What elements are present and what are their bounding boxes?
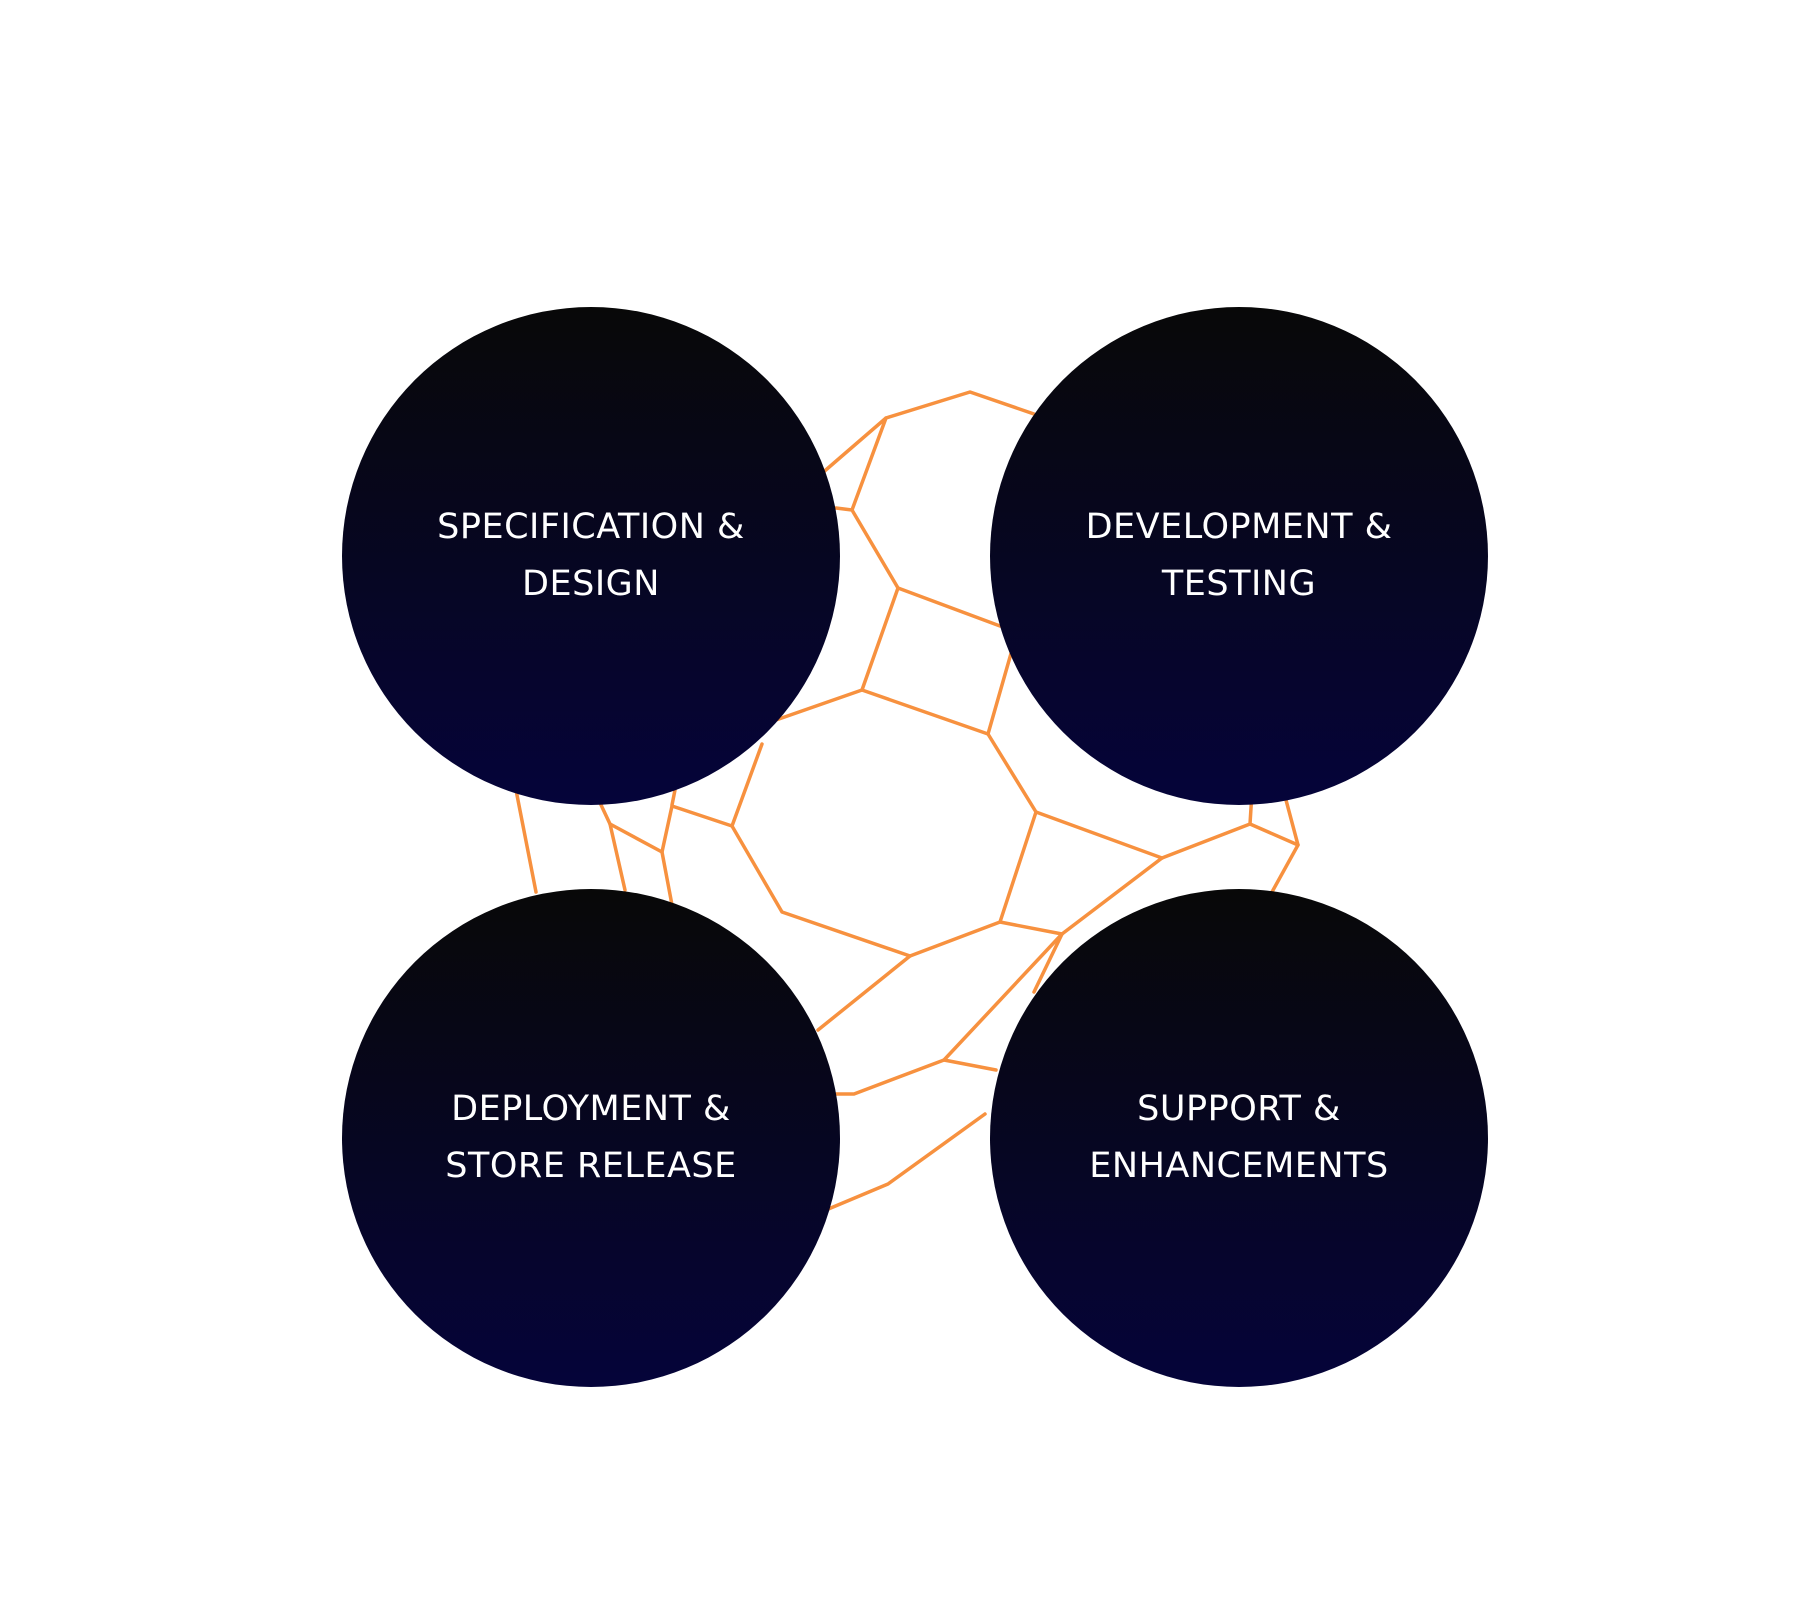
lattice-edge (824, 1112, 987, 1212)
lattice-edge (1270, 798, 1300, 894)
lattice-edge (1032, 932, 1064, 994)
step-label: DEPLOYMENT & STORE RELEASE (445, 1081, 737, 1195)
step-label-line: TESTING (1161, 564, 1317, 604)
step-circle-deployment-store-release: DEPLOYMENT & STORE RELEASE (342, 889, 840, 1387)
lattice-edge (850, 416, 888, 512)
lattice-edge (834, 506, 1002, 628)
lattice-edge (514, 788, 538, 894)
lattice-edge (986, 648, 1164, 860)
step-label-line: STORE RELEASE (445, 1146, 737, 1186)
step-label: DEVELOPMENT & TESTING (1086, 499, 1393, 613)
lattice-edge (816, 954, 912, 1032)
step-label-line: ENHANCEMENTS (1089, 1146, 1389, 1186)
lattice-edge (670, 788, 677, 807)
step-circle-support-enhancements: SUPPORT & ENHANCEMENTS (990, 889, 1488, 1387)
lattice-edge (860, 586, 900, 692)
step-label-line: SUPPORT & (1137, 1089, 1341, 1129)
step-label: SUPPORT & ENHANCEMENTS (1089, 1081, 1388, 1195)
lattice-edge (1248, 822, 1300, 847)
lattice-edge (942, 1058, 998, 1072)
step-circle-specification-design: SPECIFICATION & DESIGN (342, 307, 840, 805)
step-label-line: SPECIFICATION & (437, 507, 745, 547)
lattice-edge (608, 822, 627, 892)
lattice-edge (828, 932, 1064, 1096)
step-label-line: DEPLOYMENT & (451, 1089, 731, 1129)
step-circle-development-testing: DEVELOPMENT & TESTING (990, 307, 1488, 805)
lattice-edge (774, 688, 990, 736)
lattice-edge (818, 390, 1036, 477)
step-label-line: DEVELOPMENT & (1085, 507, 1393, 547)
lattice-edge (660, 804, 734, 907)
step-label-line: DESIGN (522, 564, 660, 604)
lattice-edge (730, 742, 1038, 958)
step-label: SPECIFICATION & DESIGN (437, 499, 745, 613)
